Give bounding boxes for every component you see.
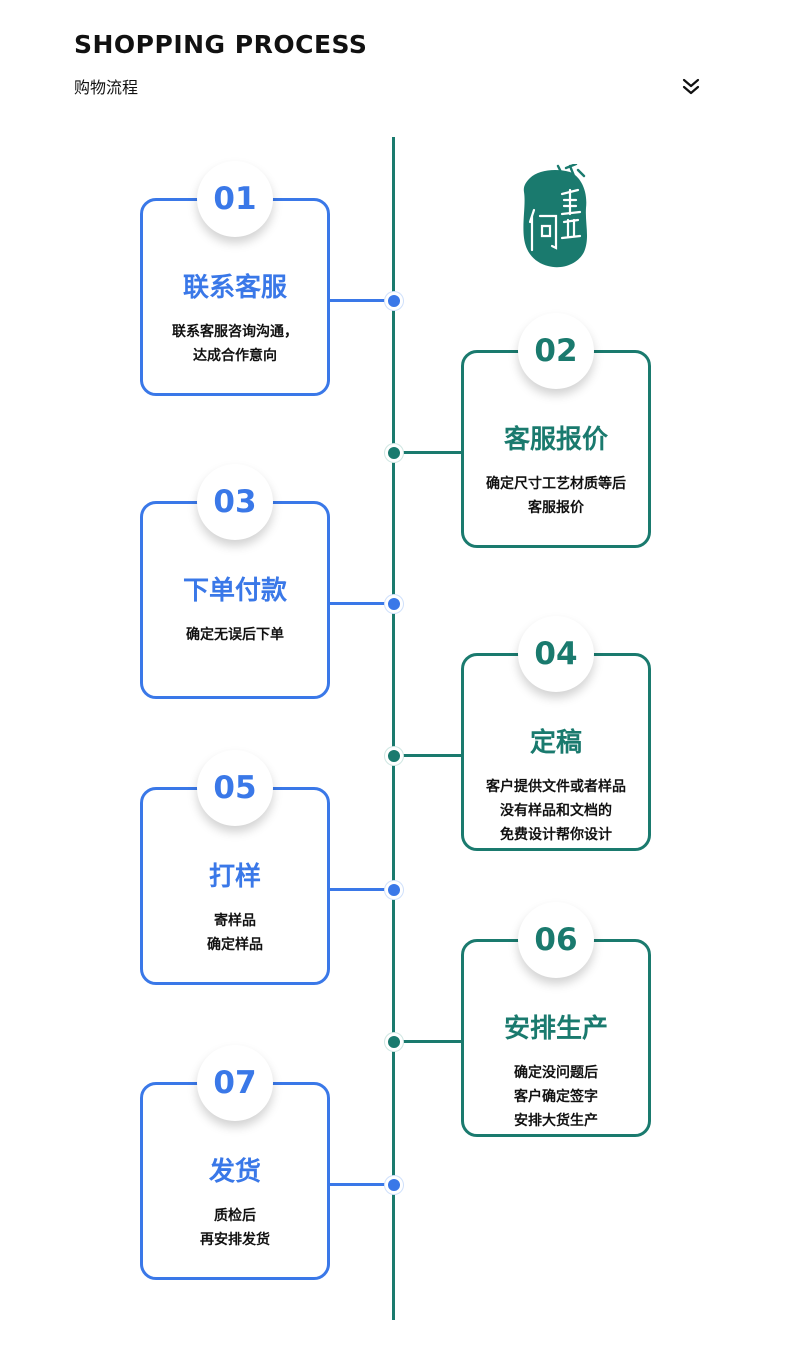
double-chevron-down-icon[interactable] [680, 76, 702, 98]
step-connector [330, 1183, 393, 1186]
step-card: 03 下单付款确定无误后下单 [140, 464, 330, 699]
timeline-dot [385, 595, 403, 613]
step-title: 发货 [208, 1157, 261, 1187]
step-number-badge: 04 [518, 616, 594, 692]
step-number-badge: 01 [197, 161, 273, 237]
step-description-line: 没有样品和文档的 [500, 803, 612, 819]
step-description-line: 确定尺寸工艺材质等后 [486, 476, 626, 492]
step-description: 确定没问题后客户确定签字安排大货生产 [464, 1061, 648, 1133]
step-number-badge: 06 [518, 902, 594, 978]
step-description: 联系客服咨询沟通， 达成合作意向 [143, 320, 327, 368]
step-description-line: 客服报价 [528, 500, 584, 516]
seal-logo [523, 164, 588, 268]
step-connector [330, 888, 393, 891]
timeline-dot [385, 881, 403, 899]
step-title: 联系客服 [182, 273, 287, 303]
step-connector [393, 451, 461, 454]
step-description-line: 确定没问题后 [514, 1065, 598, 1081]
step-number-badge: 05 [197, 750, 273, 826]
step-number-badge: 02 [518, 313, 594, 389]
timeline-dot [385, 747, 403, 765]
step-card: 05 打样寄样品确定样品 [140, 750, 330, 985]
step-description-line: 确定无误后下单 [186, 627, 284, 643]
page-title: SHOPPING PROCESS [74, 30, 368, 59]
timeline-line [392, 137, 395, 1320]
step-description-line: 安排大货生产 [514, 1113, 598, 1129]
step-description-line: 联系客服咨询沟通， [172, 324, 298, 340]
timeline-dot [385, 1176, 403, 1194]
step-number-badge: 03 [197, 464, 273, 540]
step-description-line: 寄样品 [214, 913, 256, 929]
step-card: 04 定稿客户提供文件或者样品没有样品和文档的免费设计帮你设计 [461, 616, 651, 851]
step-description-line: 再安排发货 [200, 1232, 270, 1248]
step-description-line: 客户确定签字 [514, 1089, 598, 1105]
step-card: 01 联系客服联系客服咨询沟通， 达成合作意向 [140, 161, 330, 396]
step-description-line: 免费设计帮你设计 [500, 827, 612, 843]
step-card: 06 安排生产确定没问题后客户确定签字安排大货生产 [461, 902, 651, 1137]
timeline-dot [385, 444, 403, 462]
step-title: 定稿 [529, 728, 582, 758]
step-title: 安排生产 [503, 1014, 608, 1044]
step-description: 寄样品确定样品 [143, 909, 327, 957]
step-description: 客户提供文件或者样品没有样品和文档的免费设计帮你设计 [464, 775, 648, 847]
step-title: 下单付款 [182, 576, 287, 606]
page-subtitle: 购物流程 [74, 78, 139, 97]
step-description-line: 确定样品 [207, 937, 263, 953]
step-title: 客服报价 [503, 425, 608, 455]
step-description: 质检后再安排发货 [143, 1204, 327, 1252]
timeline-dot [385, 1033, 403, 1051]
timeline-dot [385, 292, 403, 310]
step-connector [330, 299, 393, 302]
step-description: 确定无误后下单 [143, 623, 327, 647]
step-number-badge: 07 [197, 1045, 273, 1121]
step-description-line: 达成合作意向 [193, 348, 277, 364]
step-description-line: 客户提供文件或者样品 [486, 779, 626, 795]
step-connector [330, 602, 393, 605]
step-description: 确定尺寸工艺材质等后客服报价 [464, 472, 648, 520]
step-card: 07 发货质检后再安排发货 [140, 1045, 330, 1280]
step-description-line: 质检后 [214, 1208, 256, 1224]
step-connector [393, 1040, 461, 1043]
step-title: 打样 [208, 862, 261, 892]
step-connector [393, 754, 461, 757]
